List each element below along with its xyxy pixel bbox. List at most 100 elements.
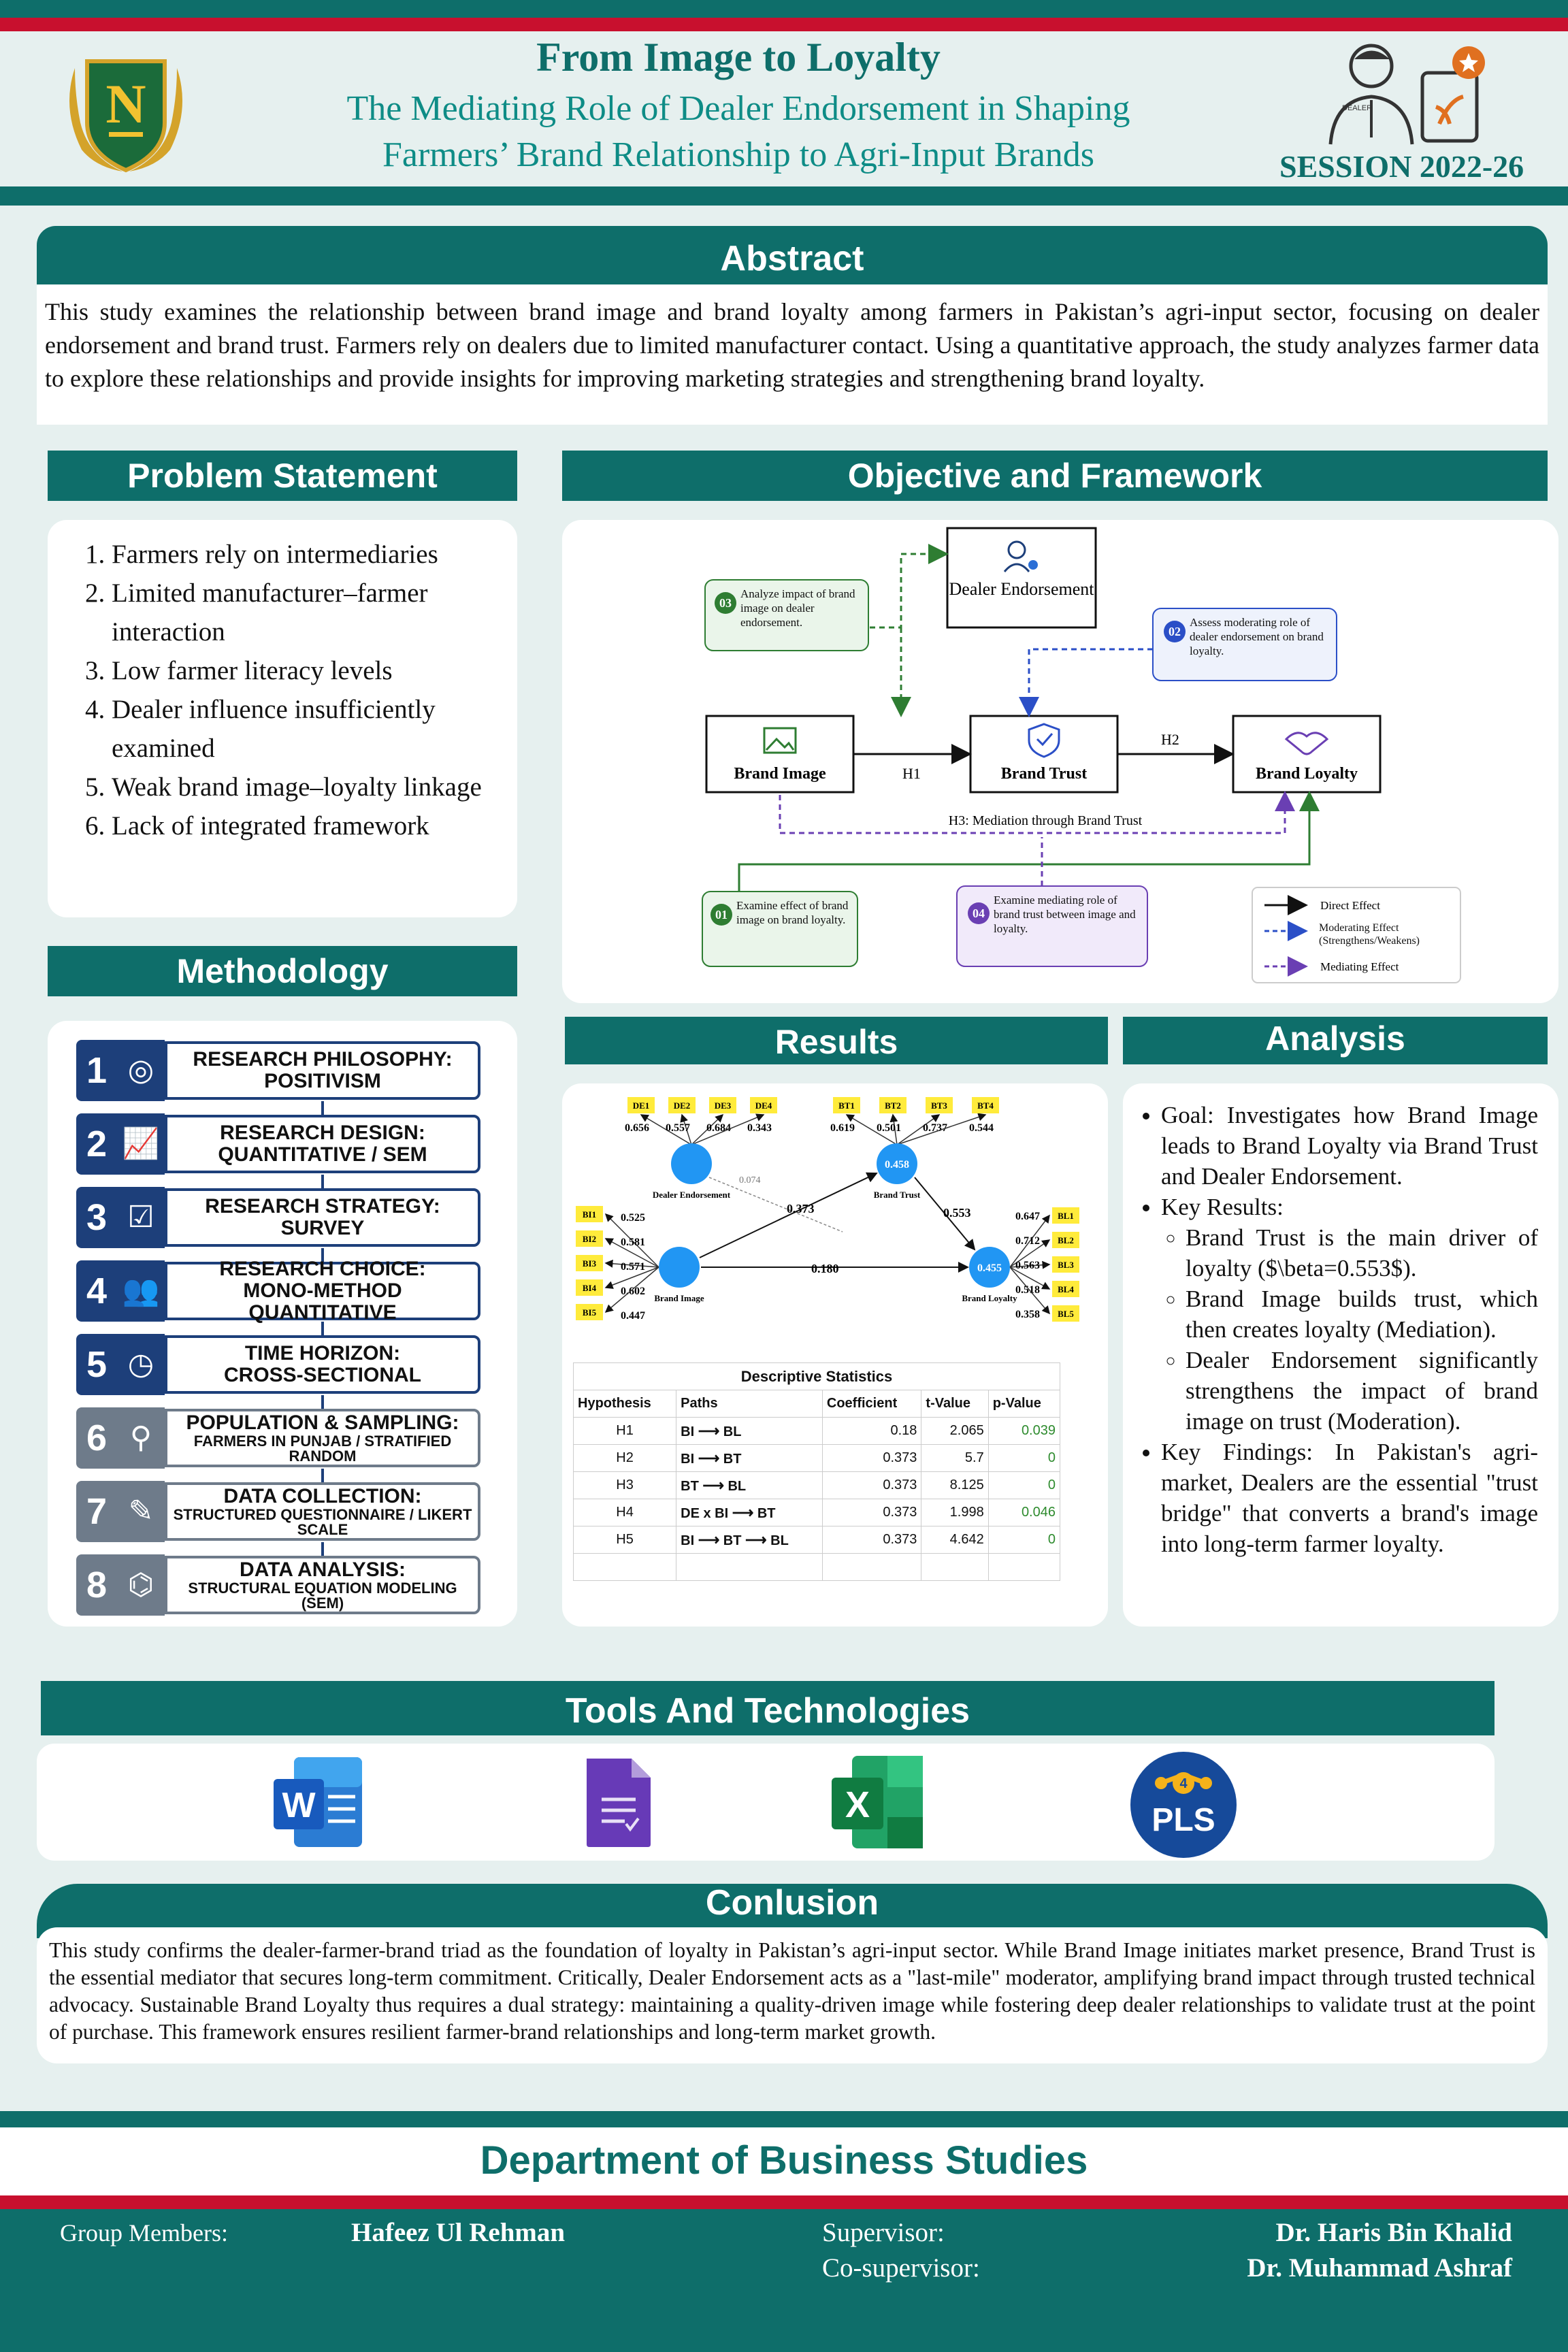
result-item: Brand Image builds trust, which then cre… bbox=[1186, 1284, 1538, 1345]
clipboard-icon: ☑ bbox=[117, 1187, 165, 1248]
indicator-box bbox=[576, 1279, 603, 1296]
indicator-box bbox=[1052, 1256, 1079, 1273]
t-value-cell: 4.642 bbox=[921, 1526, 989, 1554]
loading-value: 0.571 bbox=[621, 1261, 645, 1273]
step-number: 5 bbox=[76, 1334, 117, 1395]
coefficient-cell: 0.373 bbox=[821, 1526, 922, 1554]
table-header: Hypothesis bbox=[572, 1390, 677, 1418]
hypothesis-cell: H4 bbox=[572, 1499, 677, 1526]
objective-02-text: Assess moderating role of dealer endorse… bbox=[1190, 616, 1324, 657]
indicator-box bbox=[1052, 1207, 1079, 1224]
t-value-cell: 2.065 bbox=[921, 1417, 989, 1445]
svg-text:X: X bbox=[845, 1784, 870, 1825]
legend-direct: Direct Effect bbox=[1320, 899, 1380, 912]
loading-value: 0.619 bbox=[830, 1122, 855, 1134]
latent-variable bbox=[659, 1247, 700, 1288]
path-bi-bl-value: 0.180 bbox=[811, 1262, 839, 1275]
r-squared: 0.455 bbox=[977, 1262, 1002, 1274]
t-value-cell: 1.998 bbox=[921, 1499, 989, 1526]
r-squared: 0.458 bbox=[885, 1159, 909, 1171]
p-value-cell: 0 bbox=[987, 1471, 1061, 1499]
poster-subtitle: The Mediating Role of Dealer Endorsement… bbox=[0, 86, 1477, 178]
step-title: RESEARCH CHOICE: bbox=[219, 1258, 426, 1280]
header-bottom-bar bbox=[0, 186, 1568, 206]
table-header: Coefficient bbox=[821, 1390, 922, 1418]
h1-label: H1 bbox=[902, 765, 921, 782]
step-detail: POSITIVISM bbox=[264, 1070, 381, 1092]
coefficient-cell: 0.373 bbox=[821, 1444, 922, 1472]
methodology-step: 2📈RESEARCH DESIGN:QUANTITATIVE / SEM bbox=[76, 1113, 480, 1175]
indicator-box bbox=[1052, 1305, 1079, 1322]
dealer-tag: DEALER bbox=[1342, 104, 1372, 112]
supervisor-label: Supervisor: bbox=[822, 2218, 945, 2247]
indicator-label: DE1 bbox=[633, 1100, 650, 1111]
subtitle-line-1: The Mediating Role of Dealer Endorsement… bbox=[346, 89, 1130, 128]
analysis-key-results: Key Results: Brand Trust is the main dri… bbox=[1161, 1192, 1538, 1437]
loading-arrow bbox=[1009, 1214, 1050, 1268]
indicator-box bbox=[879, 1097, 906, 1113]
hypothesis-cell: H1 bbox=[572, 1417, 677, 1445]
path-de-bt-value: 0.074 bbox=[739, 1175, 761, 1186]
loading-value: 0.358 bbox=[1015, 1309, 1040, 1320]
step-detail: SURVEY bbox=[280, 1217, 365, 1239]
objective-04: 04 Examine mediating role of brand trust… bbox=[956, 885, 1148, 967]
loading-value: 0.712 bbox=[1015, 1235, 1040, 1247]
indicator-box bbox=[972, 1097, 999, 1113]
group-search-icon: ⚲ bbox=[117, 1407, 165, 1469]
network-icon: ⌬ bbox=[117, 1554, 165, 1616]
h2-label: H2 bbox=[1161, 731, 1179, 748]
step-number: 6 bbox=[76, 1407, 117, 1469]
brand-image-node: Brand Image bbox=[705, 715, 855, 794]
coefficient-cell: 0.373 bbox=[821, 1499, 922, 1526]
key-results-label: Key Results: bbox=[1161, 1194, 1284, 1220]
step-title: RESEARCH PHILOSOPHY: bbox=[193, 1048, 453, 1071]
loading-arrow bbox=[680, 1113, 692, 1145]
indicator-label: BI3 bbox=[583, 1258, 597, 1269]
loading-value: 0.647 bbox=[1015, 1211, 1040, 1222]
google-forms-icon bbox=[587, 1759, 651, 1847]
coefficient-cell: 0.18 bbox=[821, 1417, 922, 1445]
step-connector bbox=[321, 1101, 324, 1115]
step-number: 4 bbox=[76, 1260, 117, 1322]
objective-04-num: 04 bbox=[973, 906, 985, 920]
department-name: Department of Business Studies bbox=[480, 2138, 1088, 2183]
loading-arrow bbox=[896, 1114, 941, 1145]
indicator-box bbox=[833, 1097, 860, 1113]
footer-credits bbox=[0, 2209, 1568, 2352]
table-row-empty bbox=[572, 1553, 1061, 1581]
problem-item: Dealer influence insufficiently examined bbox=[112, 690, 504, 768]
methodology-step: 7✎DATA COLLECTION:STRUCTURED QUESTIONNAI… bbox=[76, 1481, 480, 1542]
loading-arrow bbox=[889, 1113, 898, 1145]
loading-value: 0.501 bbox=[877, 1122, 901, 1134]
step-box: RESEARCH DESIGN:QUANTITATIVE / SEM bbox=[165, 1115, 480, 1173]
logo-letter: N bbox=[105, 73, 146, 135]
path-bi-bt-value: 0.373 bbox=[787, 1202, 815, 1215]
framework-diagram: Dealer Endorsement Brand Image Brand Tru… bbox=[702, 527, 1461, 983]
loading-arrow bbox=[640, 1114, 692, 1145]
loading-value: 0.684 bbox=[706, 1122, 731, 1134]
indicator-box bbox=[576, 1255, 603, 1271]
objective-02: 02 Assess moderating role of dealer endo… bbox=[1152, 608, 1337, 681]
problem-card: Farmers rely on intermediaries Limited m… bbox=[48, 520, 517, 917]
latent-variable bbox=[877, 1143, 917, 1184]
step-title: RESEARCH STRATEGY: bbox=[205, 1195, 440, 1218]
loading-arrow bbox=[896, 1113, 987, 1145]
indicator-label: BI4 bbox=[583, 1283, 597, 1293]
step-connector bbox=[321, 1175, 324, 1188]
objective-03-num: 03 bbox=[719, 596, 732, 610]
step-detail: MONO-METHOD QUANTITATIVE bbox=[243, 1279, 402, 1324]
subtitle-line-2: Farmers’ Brand Relationship to Agri-Inpu… bbox=[382, 135, 1095, 174]
supervisor-name: Dr. Haris Bin Khalid bbox=[1275, 2218, 1512, 2247]
framework-card: Dealer Endorsement Brand Image Brand Tru… bbox=[562, 520, 1558, 1003]
p-value-cell: 0 bbox=[987, 1526, 1061, 1554]
loading-arrow bbox=[604, 1267, 659, 1289]
step-title: DATA COLLECTION: bbox=[223, 1485, 422, 1507]
framework-legend: Direct Effect Moderating Effect (Strengt… bbox=[1252, 887, 1461, 983]
objective-02-num: 02 bbox=[1169, 625, 1181, 638]
objective-03-text: Analyze impact of brand image on dealer … bbox=[740, 587, 855, 629]
loading-value: 0.557 bbox=[666, 1122, 690, 1134]
problem-item: Limited manufacturer–farmer interaction bbox=[112, 574, 504, 651]
